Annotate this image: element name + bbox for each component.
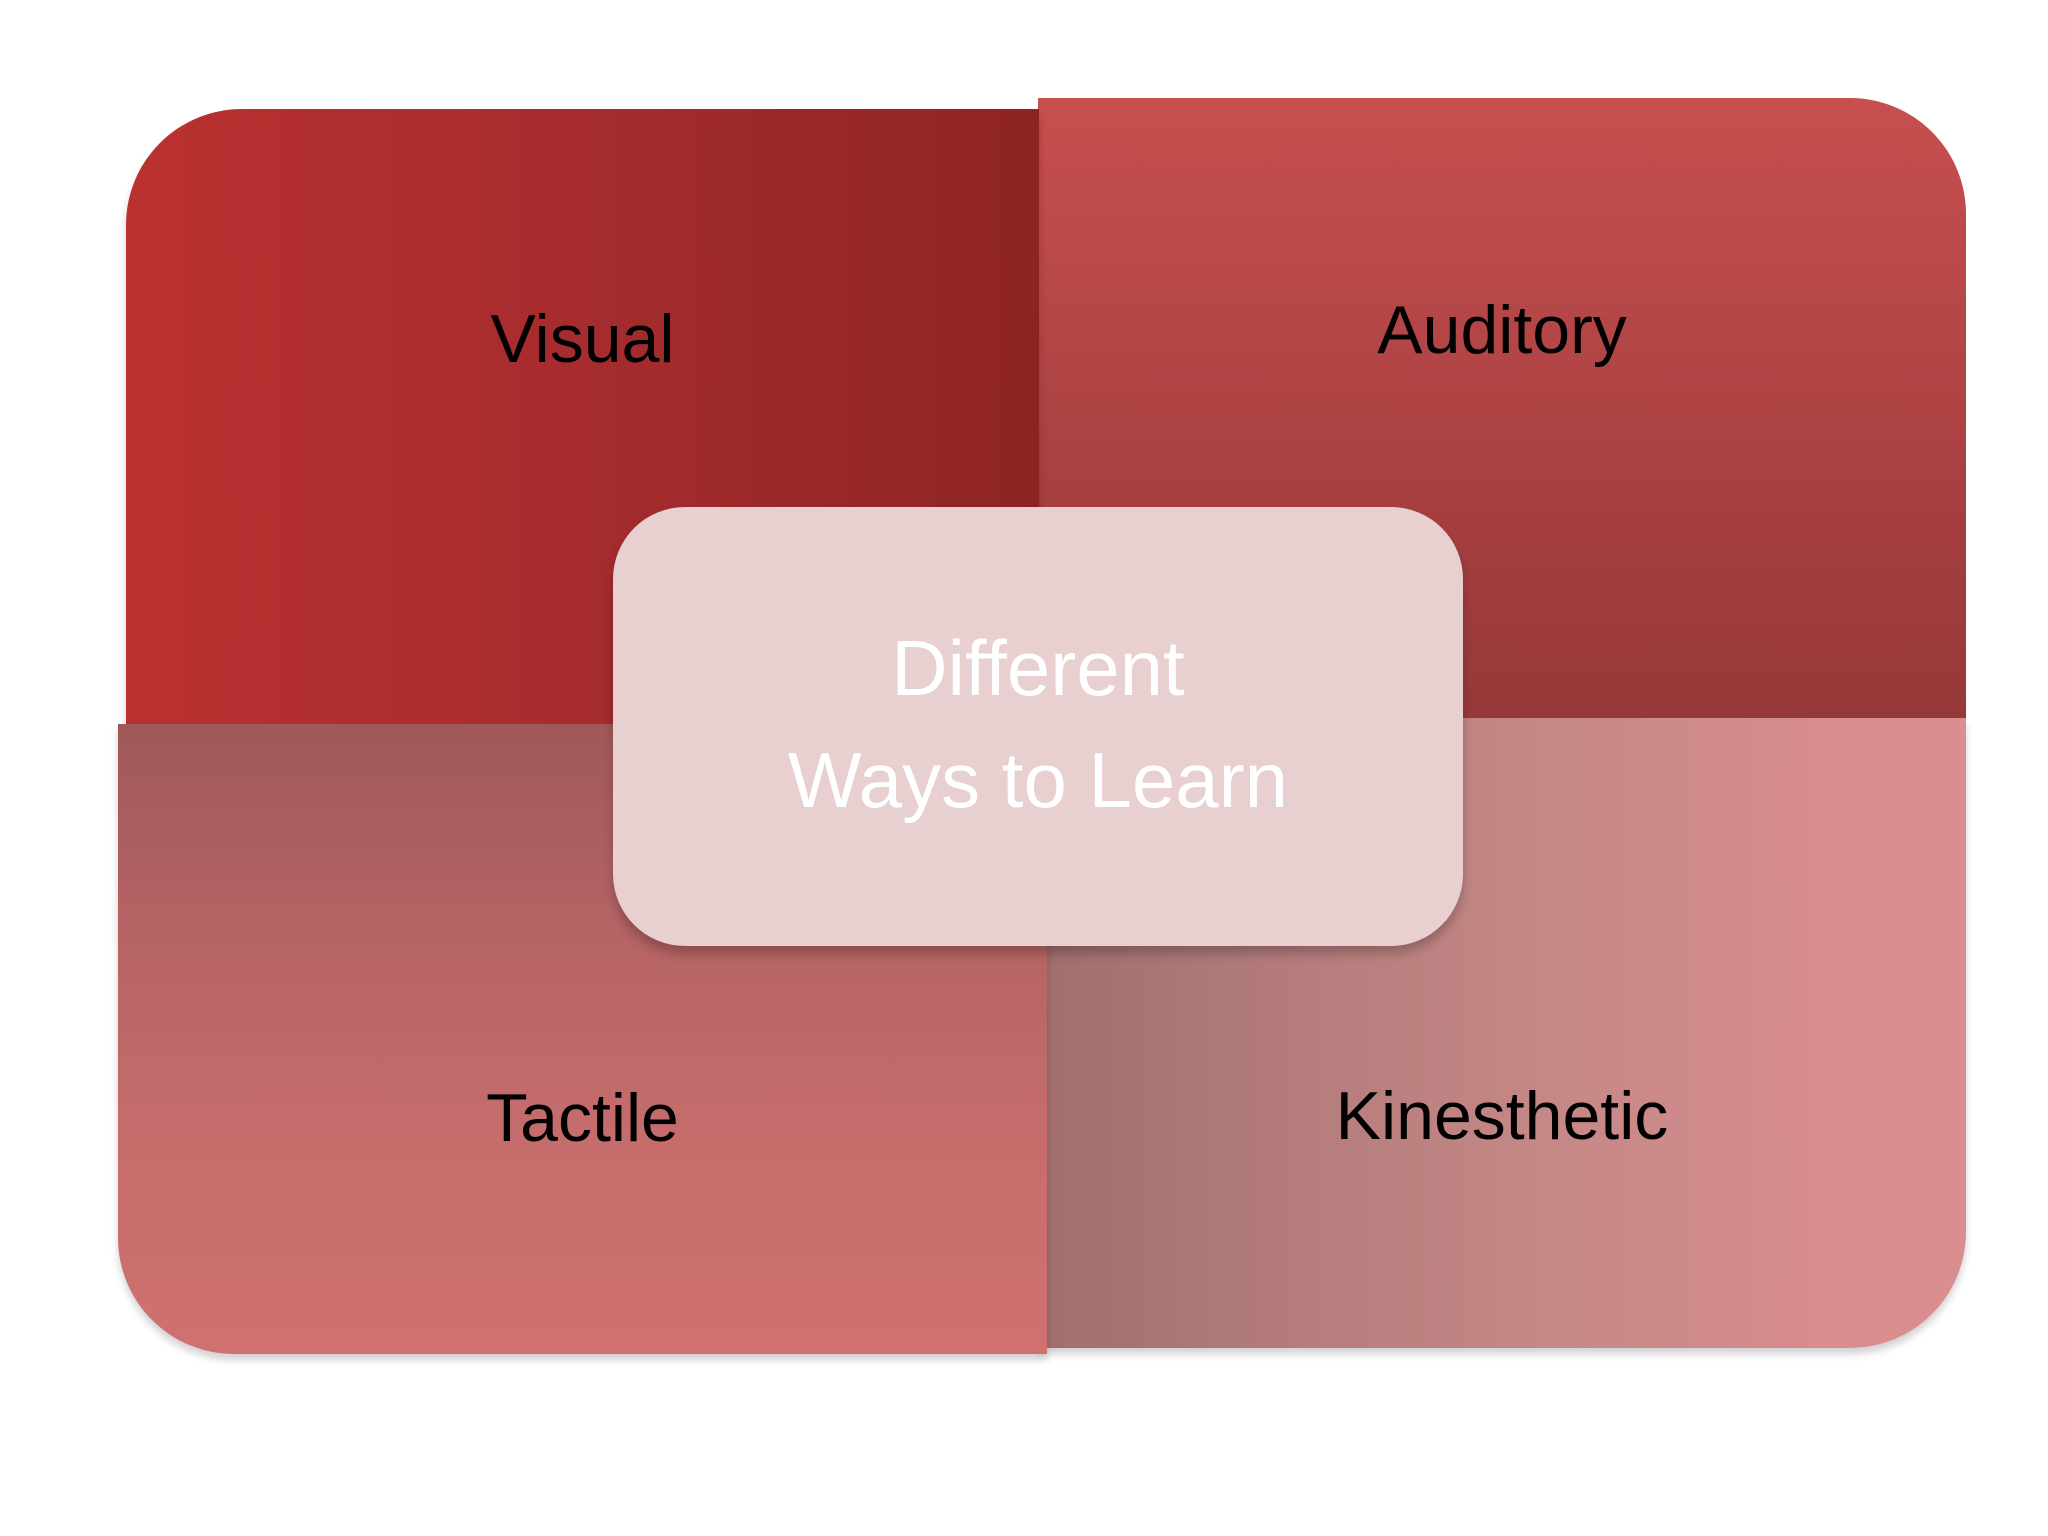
center-title-line-2: Ways to Learn [788, 736, 1288, 824]
quadrant-label-auditory: Auditory [1377, 292, 1627, 368]
quadrant-label-visual: Visual [490, 301, 675, 377]
quadrant-label-kinesthetic: Kinesthetic [1335, 1078, 1669, 1154]
center-title-line-1: Different [891, 624, 1185, 712]
quadrant-label-tactile: Tactile [486, 1080, 679, 1156]
center-title-box: Different Ways to Learn [613, 507, 1463, 946]
